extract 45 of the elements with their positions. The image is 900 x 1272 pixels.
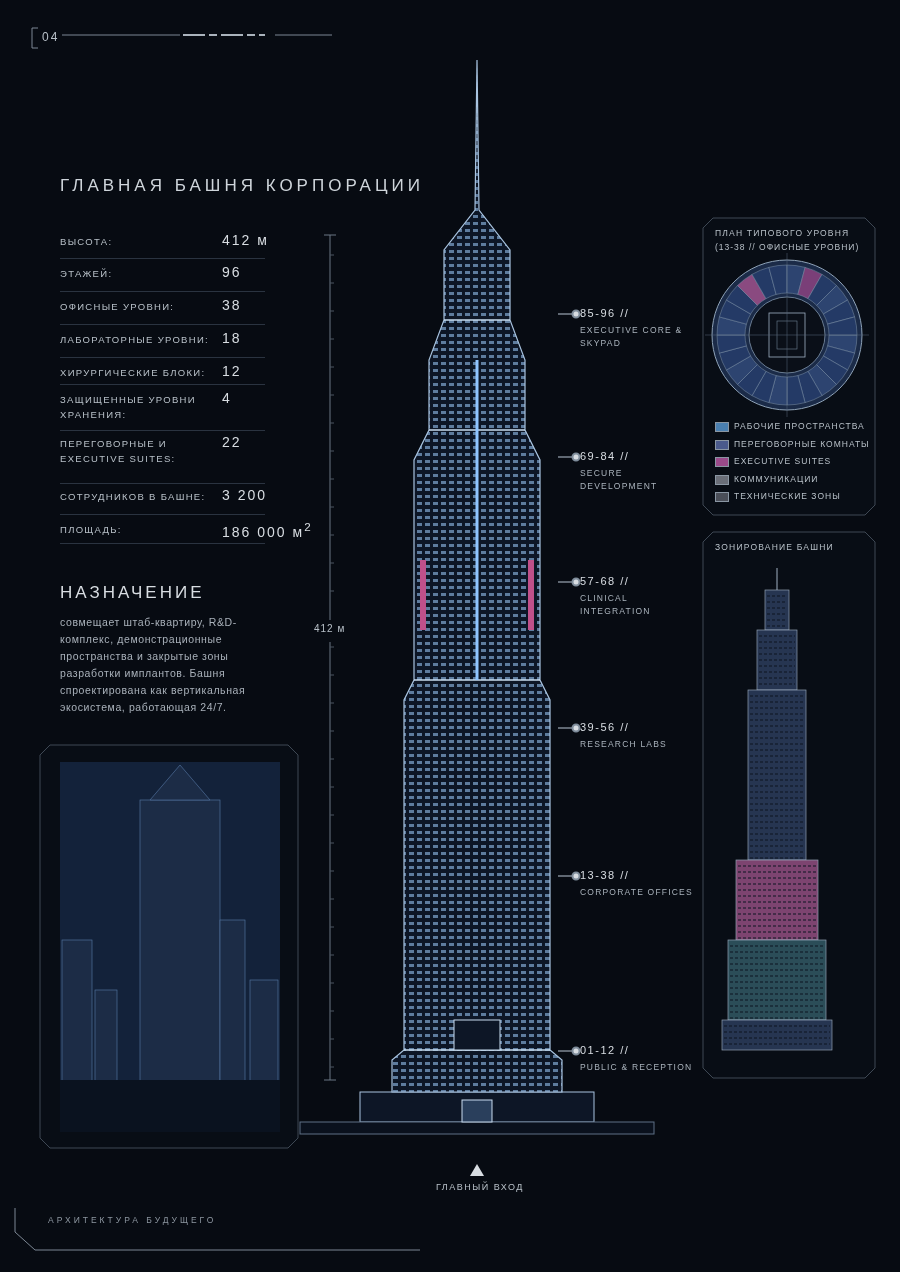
stat-label: ЗАЩИЩЕННЫЕ УРОВНИ ХРАНЕНИЯ: — [60, 393, 197, 422]
zone-name-label: SECURE DEVELOPMENT — [580, 467, 659, 493]
stat-label: ЛАБОРАТОРНЫЕ УРОВНИ: — [60, 333, 210, 347]
floor-range-label: 57-68 // — [580, 575, 631, 587]
stat-value: 18 — [222, 330, 242, 346]
stat-value: 412 м — [222, 232, 269, 248]
floor-range-label: 13-38 // — [580, 869, 631, 881]
stat-label: СОТРУДНИКОВ В БАШНЕ: — [60, 490, 207, 504]
description-text: совмещает штаб-квартиру, R&D-комплекс, демонстрационные пространства и закрытые зоны разработки имплантов. Башня спроектирована как вертикальная экосистема, работающая 24/7. — [60, 615, 247, 715]
legend-label: КОММУНИКАЦИИ — [734, 473, 819, 484]
stat-value: 12 — [222, 363, 242, 379]
stat-label: ОФИСНЫЕ УРОВНИ: — [60, 300, 176, 314]
subtitle: ГЛАВНАЯ БАШНЯ КОРПОРАЦИИ — [60, 176, 424, 196]
stat-value: 96 — [222, 264, 242, 280]
entrance-label: ГЛАВНЫЙ ВХОД — [436, 1182, 524, 1192]
page-number: 04 — [42, 30, 60, 44]
floor-range-label: 69-84 // — [580, 450, 631, 462]
zone-name-label: EXECUTIVE CORE & SKYPAD — [580, 324, 684, 350]
legend-label: ПЕРЕГОВОРНЫЕ КОМНАТЫ — [734, 438, 870, 449]
zone-name-label: RESEARCH LABS — [580, 738, 668, 751]
floor-range-label: 39-56 // — [580, 721, 631, 733]
stat-value: 22 — [222, 434, 242, 450]
stat-label: ВЫСОТА: — [60, 235, 114, 249]
stat-value: 3 200 — [222, 487, 268, 503]
stat-label: ПЕРЕГОВОРНЫЕ И EXECUTIVE SUITES: — [60, 437, 177, 466]
floor-range-label: 01-12 // — [580, 1044, 631, 1056]
stat-label: ЭТАЖЕЙ: — [60, 267, 114, 281]
stat-label: ХИРУРГИЧЕСКИЕ БЛОКИ: — [60, 366, 207, 380]
floor-range-label: 85-96 // — [580, 307, 631, 319]
section-heading: НАЗНАЧЕНИЕ — [60, 583, 205, 603]
legend-label: ТЕХНИЧЕСКИЕ ЗОНЫ — [734, 491, 841, 501]
zone-name-label: CLINICAL INTEGRATION — [580, 592, 652, 618]
legend-label: EXECUTIVE SUITES — [734, 456, 832, 466]
legend-label: РАБОЧИЕ ПРОСТРАНСТВА — [734, 421, 865, 431]
panel-title: ЗОНИРОВАНИЕ БАШНИ — [715, 542, 834, 552]
zone-name-label: CORPORATE OFFICES — [580, 886, 694, 899]
dimension-label: 412 м — [314, 623, 346, 634]
panel-subtitle: (13-38 // ОФИСНЫЕ УРОВНИ) — [715, 242, 860, 252]
stat-value: 186 000 м$^{2}$ — [222, 520, 313, 540]
panel-title: ПЛАН ТИПОВОГО УРОВНЯ — [715, 228, 850, 238]
stat-label: ПЛОЩАДЬ: — [60, 523, 123, 537]
tagline: АРХИТЕКТУРА БУДУЩЕГО — [48, 1215, 217, 1225]
stat-value: 4 — [222, 390, 232, 406]
stat-value: 38 — [222, 297, 242, 313]
zone-name-label: PUBLIC & RECEPTION — [580, 1061, 694, 1074]
